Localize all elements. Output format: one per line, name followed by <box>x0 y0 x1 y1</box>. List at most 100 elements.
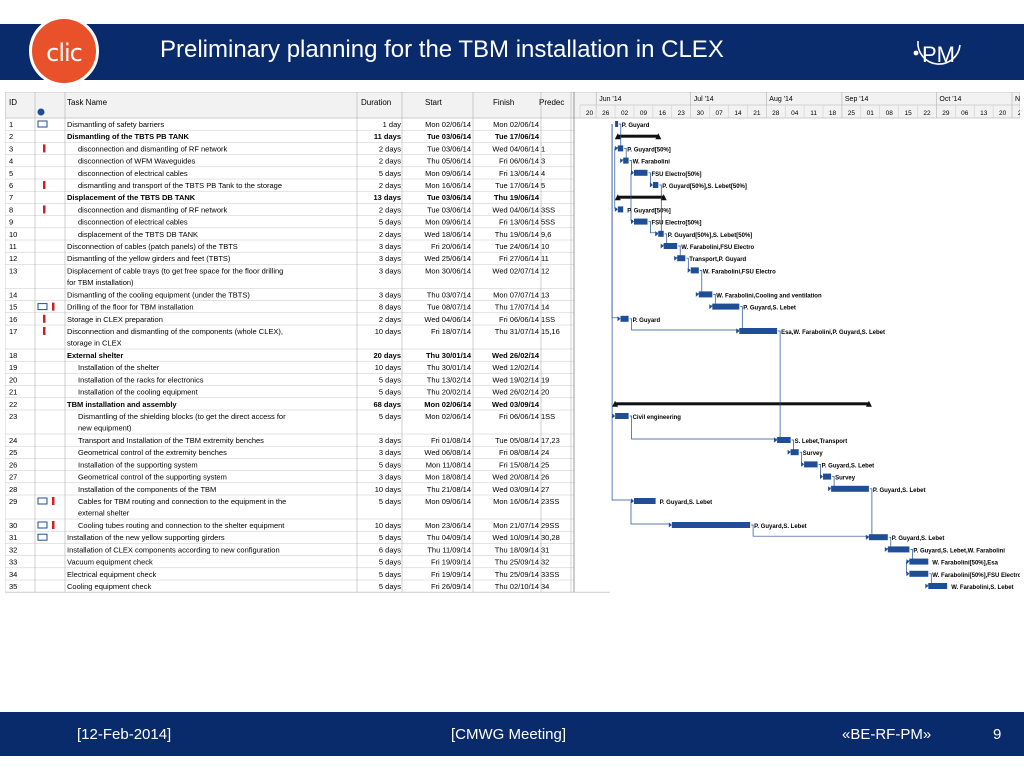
week-label: 26 <box>602 110 610 117</box>
row-duration: 2 days <box>379 205 401 214</box>
row-predecessor: 23SS <box>541 497 559 506</box>
task-bar <box>671 522 751 528</box>
row-task-name: Cooling tubes routing and connection to … <box>78 521 285 530</box>
summary-bar-end <box>865 400 872 407</box>
row-start: Mon 11/08/14 <box>426 460 471 469</box>
resource-label: W. Farabolini <box>633 160 671 166</box>
row-finish: Wed 10/09/14 <box>492 533 539 542</box>
row-start: Mon 30/06/14 <box>425 266 471 275</box>
row-predecessor: 32 <box>541 558 549 567</box>
row-start: Mon 09/06/14 <box>425 497 471 506</box>
dependency-arrow <box>820 474 823 480</box>
row-duration: 8 days <box>379 303 401 312</box>
pm-logo: PM <box>913 40 961 67</box>
dependency-link <box>751 524 868 537</box>
dependency-arrow <box>884 546 888 552</box>
task-bar <box>868 534 888 541</box>
row-finish: Fri 27/06/14 <box>499 254 539 263</box>
clic-logo-text: clic <box>46 39 83 67</box>
row-id: 3 <box>9 144 13 153</box>
task-bar <box>909 570 929 577</box>
row-duration: 5 days <box>379 460 401 469</box>
resource-label: P. Guyard,S. Lebet <box>743 306 796 312</box>
week-label: 22 <box>923 110 931 117</box>
resource-label: P. Guyard,S. Lebet <box>822 463 875 469</box>
row-id: 11 <box>9 242 17 251</box>
slide-footer: [12-Feb-2014] [CMWG Meeting] «BE-RF-PM» … <box>0 712 1024 756</box>
row-predecessor: 20 <box>541 388 549 397</box>
task-bar <box>634 498 656 504</box>
row-id: 27 <box>9 473 17 482</box>
week-label: 25 <box>848 110 856 117</box>
dependency-arrow <box>787 449 791 455</box>
summary-bar-start <box>614 133 621 140</box>
row-id: 31 <box>9 533 17 542</box>
dependency-arrow <box>736 328 740 334</box>
dependency-arrow <box>612 413 616 419</box>
info-icon <box>37 108 45 116</box>
slide-header <box>0 24 1024 80</box>
row-start: Mon 02/06/14 <box>424 400 472 409</box>
row-id: 13 <box>9 266 17 275</box>
row-start: Wed 06/08/14 <box>424 448 471 457</box>
row-start: Mon 18/08/14 <box>425 473 471 482</box>
row-finish: Wed 12/02/14 <box>492 363 539 372</box>
resource-label: P. Guyard,S. Lebet <box>892 536 945 542</box>
row-duration: 5 days <box>379 388 401 397</box>
row-start: Mon 16/06/14 <box>425 181 471 190</box>
row-predecessor: 1SS <box>541 315 555 324</box>
row-finish: Tue 24/06/14 <box>495 242 539 251</box>
resource-person-icon <box>43 205 46 214</box>
row-predecessor: 10 <box>541 242 549 251</box>
row-predecessor: 27 <box>541 485 549 494</box>
calendar-icon <box>37 521 48 529</box>
row-task-name: Installation of the cooling equipment <box>78 388 199 397</box>
column-header: Start <box>425 98 443 107</box>
row-duration: 5 days <box>379 412 401 421</box>
row-id: 10 <box>9 230 17 239</box>
row-task-name: Installation of the shelter <box>78 363 160 372</box>
task-bar <box>634 169 648 176</box>
resource-label: P. Guyard,S. Lebet <box>873 488 926 494</box>
resource-label: Civil engineering <box>633 415 682 421</box>
row-start: Thu 03/07/14 <box>427 290 471 299</box>
dependency-link <box>616 123 622 148</box>
dependency-link <box>648 221 658 234</box>
row-duration: 5 days <box>379 533 401 542</box>
row-task-name: Cooling equipment check <box>67 582 151 591</box>
row-duration: 3 days <box>379 448 401 457</box>
week-label: 27 <box>1018 110 1020 117</box>
row-id: 7 <box>9 193 13 202</box>
resource-label: FSU Electro[50%] <box>652 172 702 178</box>
row-duration: 3 days <box>379 254 401 263</box>
task-bar <box>615 413 629 419</box>
row-task-name: Geometrical control of the supporting sy… <box>78 473 227 482</box>
row-duration: 5 days <box>379 570 401 579</box>
row-task-name: External shelter <box>67 351 123 360</box>
row-finish: Wed 26/02/14 <box>492 351 540 360</box>
row-start: Tue 03/06/14 <box>427 205 471 214</box>
column-header: Duration <box>361 98 391 107</box>
row-start: Thu 30/01/14 <box>426 351 472 360</box>
row-duration: 10 days <box>375 485 402 494</box>
dependency-arrow <box>687 267 691 273</box>
row-finish: Mon 07/07/14 <box>493 290 539 299</box>
row-task-name: disconnection of WFM Waveguides <box>78 157 196 166</box>
dependency-arrow <box>925 583 929 589</box>
column-header: ID <box>9 98 17 107</box>
dependency-link <box>611 124 620 319</box>
footer-date: [12-Feb-2014] <box>77 726 172 743</box>
clic-logo: clic <box>29 16 99 86</box>
row-task-name: Installation of the components of the TB… <box>78 485 216 494</box>
row-finish: Fri 13/06/14 <box>499 218 539 227</box>
calendar-icon <box>37 120 48 128</box>
resource-label: P. Guyard[50%] <box>627 208 671 214</box>
row-start: Thu 21/08/14 <box>427 485 471 494</box>
row-predecessor: 3SS <box>541 205 555 214</box>
row-start: Mon 09/06/14 <box>425 169 471 178</box>
dependency-arrow <box>631 170 634 176</box>
row-finish: Fri 13/06/14 <box>499 169 539 178</box>
dependency-link <box>711 294 716 306</box>
row-start: Tue 03/06/14 <box>427 193 472 202</box>
row-id: 24 <box>9 436 17 445</box>
